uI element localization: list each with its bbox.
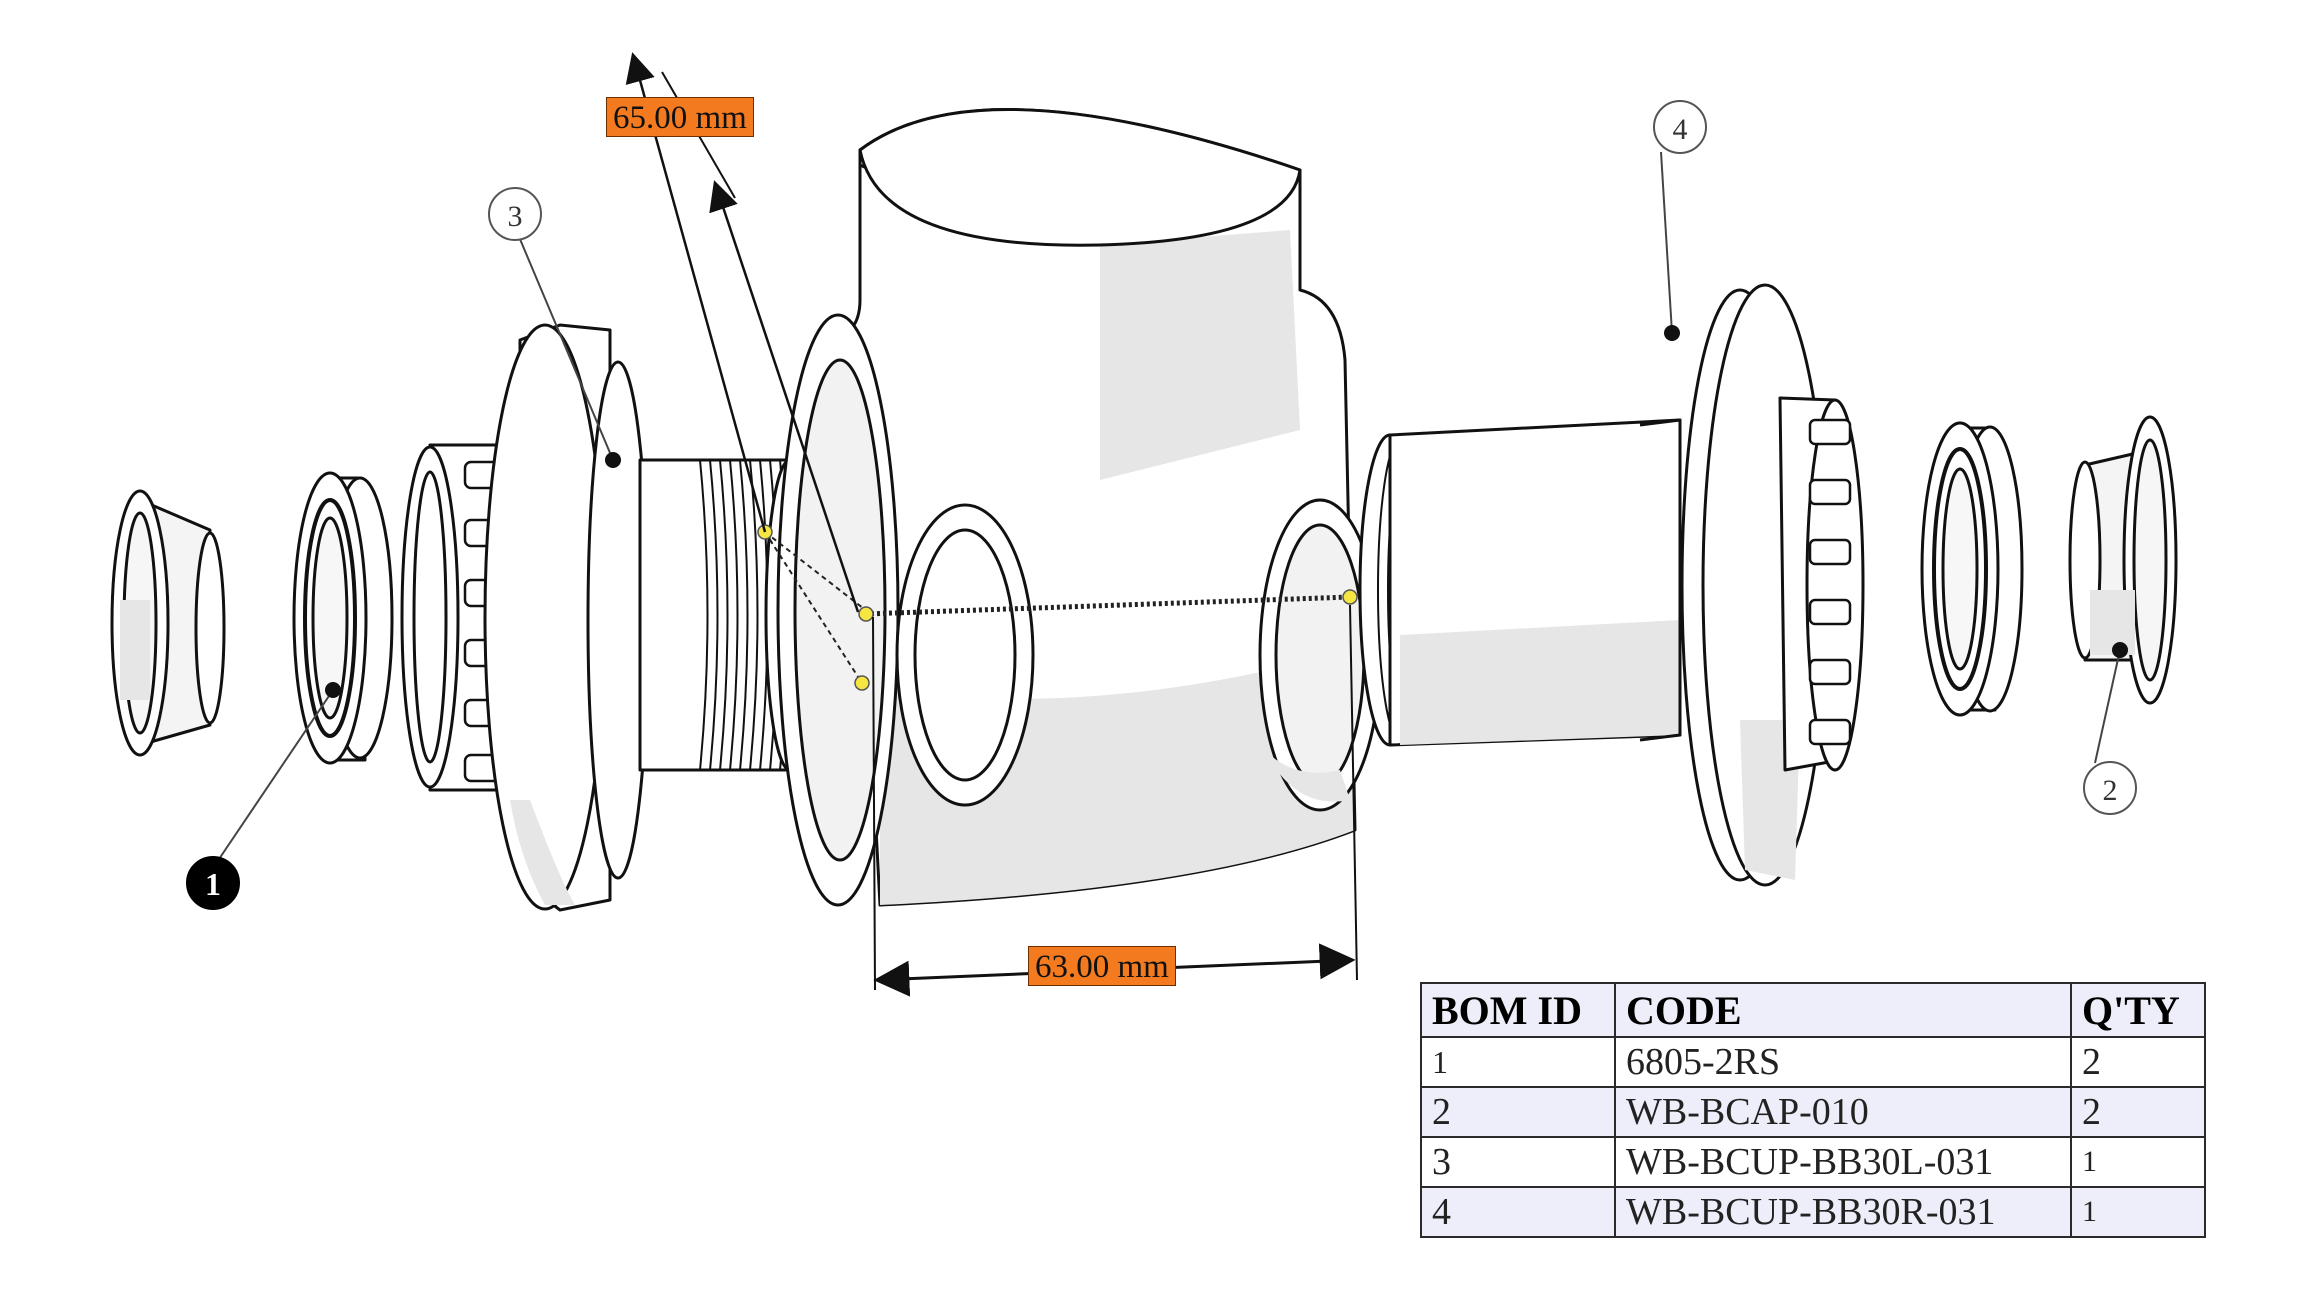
left-bearing	[292, 471, 394, 765]
svg-text:3: 3	[508, 200, 523, 233]
bom-cell-code: WB-BCAP-010	[1614, 1086, 2072, 1138]
bom-cell-code: 6805-2RS	[1614, 1036, 2072, 1088]
bom-header-row: BOM ID CODE Q'TY	[1420, 982, 2206, 1038]
balloon-3[interactable]: 3	[488, 187, 542, 241]
bom-table: BOM ID CODE Q'TY 1 6805-2RS 2 2 WB-BCAP-…	[1420, 982, 2206, 1238]
bom-cell-id: 3	[1420, 1136, 1616, 1188]
bom-cell-qty: 2	[2070, 1036, 2206, 1088]
table-row[interactable]: 3 WB-BCUP-BB30L-031 1	[1420, 1136, 2206, 1188]
balloon-2[interactable]: 2	[2083, 761, 2137, 815]
leader-dots	[325, 325, 2128, 698]
measure-point[interactable]	[854, 675, 870, 691]
bom-cell-qty: 2	[2070, 1086, 2206, 1138]
dimension-label-shell-width[interactable]: 63.00 mm	[1028, 946, 1176, 986]
right-bearing-cap	[2068, 415, 2178, 705]
bom-header-code: CODE	[1614, 982, 2072, 1038]
bom-cell-code: WB-BCUP-BB30R-031	[1614, 1186, 2072, 1238]
balloon-1[interactable]: 1	[186, 856, 240, 910]
bom-cell-id: 1	[1420, 1036, 1616, 1088]
bom-cell-qty: 1	[2070, 1186, 2206, 1238]
measurement-overlay	[757, 524, 1358, 691]
bom-cell-code: WB-BCUP-BB30L-031	[1614, 1136, 2072, 1188]
left-bearing-cap	[110, 489, 226, 757]
bom-header-id: BOM ID	[1420, 982, 1616, 1038]
measure-point[interactable]	[1342, 589, 1358, 605]
bb-shell	[776, 108, 1382, 907]
bom-cell-id: 4	[1420, 1186, 1616, 1238]
bom-cell-id: 2	[1420, 1086, 1616, 1138]
table-row[interactable]: 2 WB-BCAP-010 2	[1420, 1086, 2206, 1138]
leader-lines	[212, 151, 2121, 869]
table-row[interactable]: 4 WB-BCUP-BB30R-031 1	[1420, 1186, 2206, 1238]
measure-point[interactable]	[858, 606, 874, 622]
svg-text:2: 2	[2103, 774, 2118, 807]
balloon-4[interactable]: 4	[1653, 100, 1707, 154]
dimension-label-thread-depth[interactable]: 65.00 mm	[606, 97, 754, 137]
right-bearing	[1920, 421, 2024, 717]
svg-text:4: 4	[1673, 113, 1688, 146]
left-cup	[400, 323, 816, 912]
bom-header-qty: Q'TY	[2070, 982, 2206, 1038]
table-row[interactable]: 1 6805-2RS 2	[1420, 1036, 2206, 1088]
svg-text:1: 1	[205, 866, 221, 902]
bom-cell-qty: 1	[2070, 1136, 2206, 1188]
right-cup	[1358, 283, 1865, 887]
